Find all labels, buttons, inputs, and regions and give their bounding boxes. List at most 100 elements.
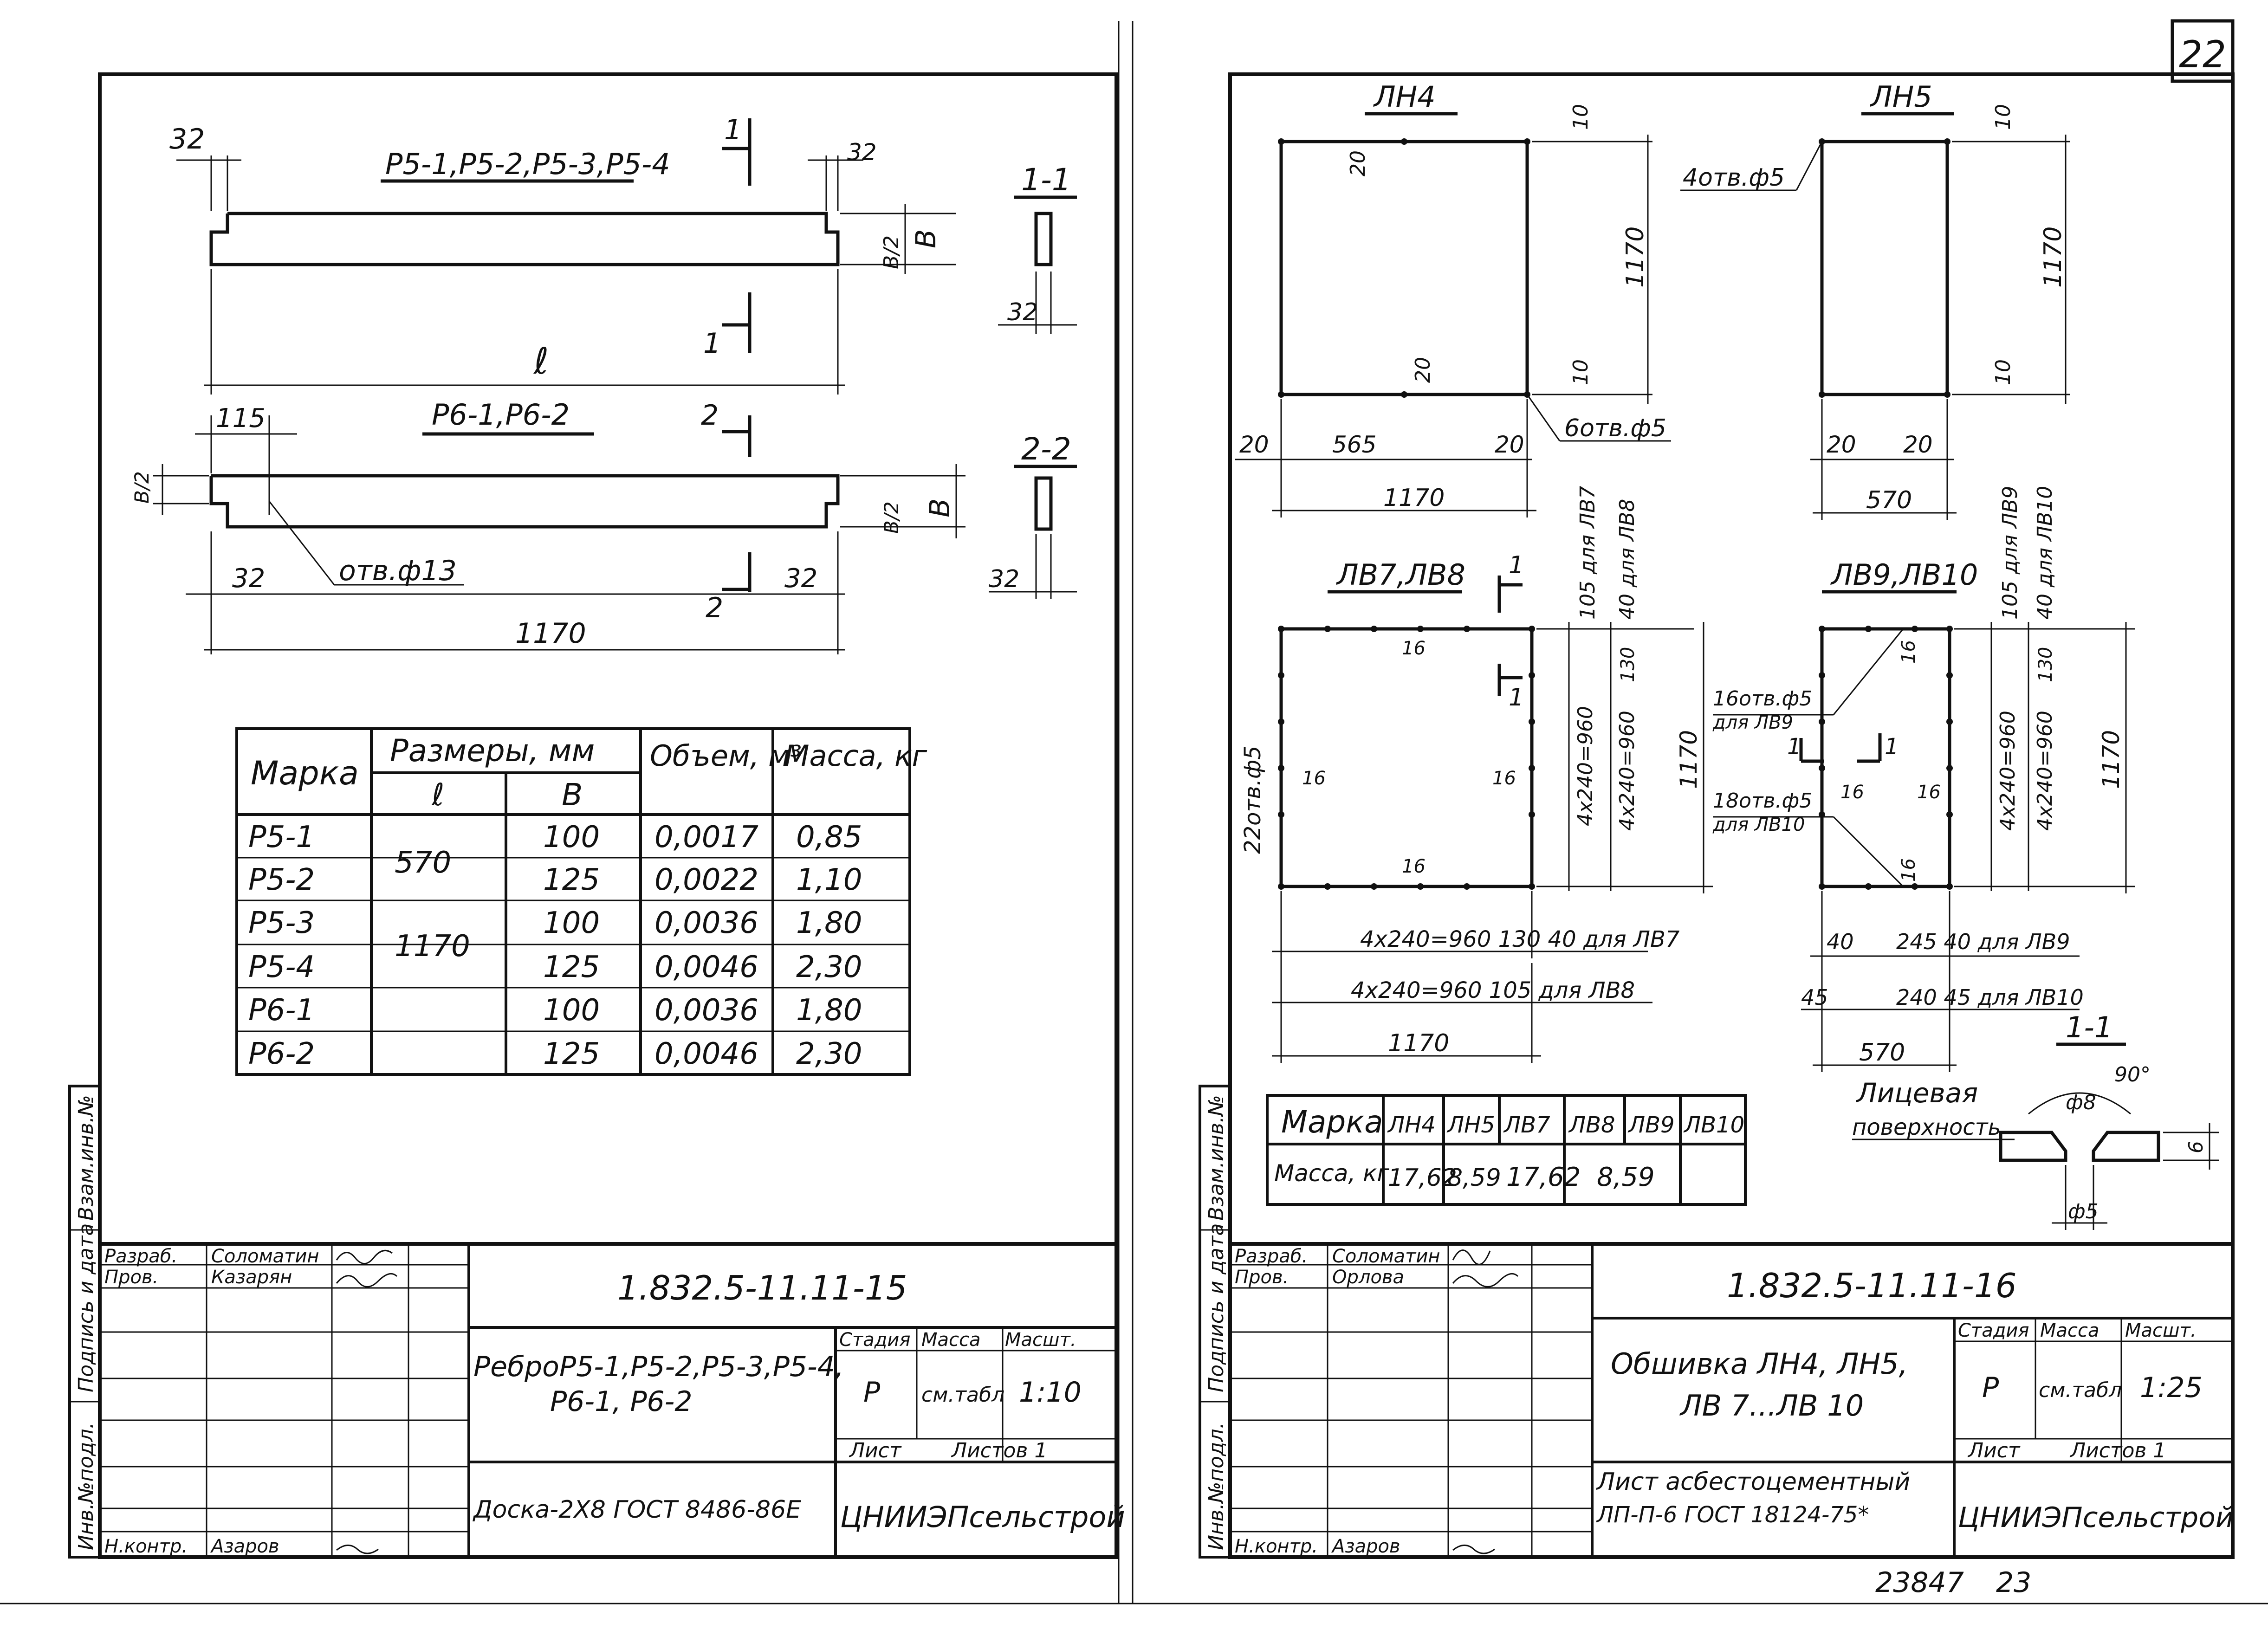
table-row-b: 100 bbox=[543, 993, 600, 1028]
dim-16: 16 bbox=[1402, 638, 1426, 659]
holes-6: 6отв.ф5 bbox=[1564, 414, 1666, 442]
stamp-role-check: Пров. bbox=[1235, 1267, 1289, 1288]
stamp-mass: см.табл bbox=[921, 1383, 1004, 1407]
dim-16: 16 bbox=[1302, 768, 1326, 789]
sheet-lh5-outline bbox=[1820, 140, 1949, 396]
table-row-b: 100 bbox=[543, 906, 600, 940]
table-row-mark: Р5-1 bbox=[248, 820, 315, 854]
dim-1170: 1170 bbox=[1388, 1029, 1449, 1057]
dim-16: 16 bbox=[1402, 856, 1426, 877]
chain-lv10: 240 45 для ЛВ10 bbox=[1896, 985, 2084, 1010]
table-row-mass-label: Масса, кг bbox=[1274, 1160, 1389, 1187]
stamp-stage: Р bbox=[1982, 1371, 1999, 1404]
title-lh5: ЛН5 bbox=[1870, 80, 1932, 114]
side-lv7: 105 для ЛВ7 bbox=[1576, 486, 1600, 620]
title-lv910: ЛВ9,ЛВ10 bbox=[1830, 558, 1978, 592]
stamp-title-2: Р6-1, Р6-2 bbox=[550, 1385, 693, 1418]
signature-norm bbox=[1452, 1545, 1495, 1554]
table-row-b: 100 bbox=[543, 820, 600, 854]
signature-dev bbox=[336, 1249, 393, 1264]
lv910-holes bbox=[1819, 626, 1953, 890]
table-header-mass: Масса, кг bbox=[784, 739, 927, 773]
stamp-title: РеброР5-1,Р5-2,Р5-3,Р5-4, bbox=[473, 1351, 844, 1383]
side-label-sign-date: Подпись и дата bbox=[1205, 1223, 1228, 1392]
table-row-vol: 0,0022 bbox=[654, 863, 758, 897]
stamp-sheets: Листов 1 bbox=[2069, 1439, 2166, 1462]
table-mark-cell: ЛВ10 bbox=[1683, 1112, 1744, 1138]
side-label-inv-sub: Инв.№подл. bbox=[74, 1422, 98, 1550]
dim-1170-vertical: 1170 bbox=[1675, 730, 1702, 789]
dim-32-p6-right: 32 bbox=[784, 563, 817, 594]
rib-p5-outline bbox=[209, 212, 840, 266]
dim-32-section-2: 32 bbox=[989, 565, 1019, 593]
stamp-code: 1.832.5-11.11-16 bbox=[1727, 1266, 2017, 1305]
table-row-mark: Р5-4 bbox=[248, 950, 315, 984]
stamp-title: Обшивка ЛН4, ЛН5, bbox=[1611, 1347, 1908, 1381]
chain-960: 4х240=960 bbox=[2033, 711, 2057, 831]
table-row-vol: 0,0017 bbox=[654, 820, 758, 854]
dim-10: 10 bbox=[1569, 104, 1593, 130]
table-header-mark: Марка bbox=[1281, 1104, 1383, 1140]
stamp-name-dev: Соломатин bbox=[1332, 1246, 1440, 1267]
side-label-inv-sub: Инв.№подл. bbox=[1205, 1422, 1228, 1550]
section-2-2-shape bbox=[1034, 476, 1053, 531]
dim-16: 16 bbox=[1898, 640, 1919, 664]
rib-p6-outline bbox=[209, 474, 840, 529]
cut-mark-1-bottom: 1 bbox=[1509, 684, 1524, 712]
stamp-col-mass: Масса bbox=[921, 1329, 981, 1351]
dim-16: 16 bbox=[1898, 858, 1919, 882]
table-row-mark: Р6-1 bbox=[248, 993, 315, 1028]
table-row-b: 125 bbox=[543, 863, 600, 897]
signature-check bbox=[336, 1273, 398, 1287]
cut-mark-1-top: 1 bbox=[724, 114, 742, 146]
table-sub-l: ℓ bbox=[431, 777, 444, 813]
holes-4: 4отв.ф5 bbox=[1683, 164, 1785, 192]
dim-1170-vertical: 1170 bbox=[1621, 226, 1649, 288]
table-row-b: 125 bbox=[543, 1037, 600, 1071]
signature-check bbox=[1452, 1273, 1519, 1287]
section-1-1-label: 1-1 bbox=[2066, 1010, 2112, 1044]
left-sheet: Инв.№подл. Подпись и дата Взам.инв.№ Р5-… bbox=[68, 72, 1125, 1559]
table-row-mass: 1,80 bbox=[796, 906, 862, 940]
chain-lv8: 4х240=960 105 для ЛВ8 bbox=[1351, 977, 1635, 1003]
dim-565: 565 bbox=[1332, 431, 1376, 458]
dim-10: 10 bbox=[1569, 359, 1593, 385]
stamp-sheet: Лист bbox=[1967, 1439, 2021, 1462]
table-row-l: 1170 bbox=[395, 929, 470, 964]
holes-18: 18отв.ф5 bbox=[1713, 789, 1812, 813]
table-row-b: 125 bbox=[543, 950, 600, 984]
dim-6: 6 bbox=[2184, 1141, 2207, 1153]
cut-mark-1-left: 1 bbox=[1787, 734, 1801, 760]
sheet-lv78-outline bbox=[1279, 627, 1534, 888]
right-sheet: Инв.№подл. Подпись и дата Взам.инв.№ ЛН4… bbox=[1199, 72, 2235, 1599]
table-row-mass: 2,30 bbox=[796, 950, 862, 984]
dim-1170-vertical: 1170 bbox=[2039, 226, 2067, 288]
stamp-title-2: ЛВ 7...ЛВ 10 bbox=[1679, 1389, 1864, 1423]
dim-16: 16 bbox=[1492, 768, 1516, 789]
table-row-vol: 0,0046 bbox=[654, 950, 758, 984]
stamp-name-check: Казарян bbox=[211, 1267, 292, 1288]
stamp-col-stage: Стадия bbox=[1958, 1320, 2029, 1341]
stamp-material-2: ЛП-П-6 ГОСТ 18124-75* bbox=[1596, 1502, 1869, 1528]
title-ribs-p6: Р6-1,Р6-2 bbox=[432, 398, 570, 432]
table-mark-cell: ЛВ9 bbox=[1627, 1112, 1675, 1138]
stamp-org: ЦНИИЭПсельстрой bbox=[1958, 1501, 2234, 1534]
section-1-1-plate bbox=[1999, 1131, 2160, 1162]
stamp-name-check: Орлова bbox=[1332, 1267, 1404, 1288]
dim-1170: 1170 bbox=[1383, 484, 1445, 512]
dim-20: 20 bbox=[1239, 431, 1269, 458]
table-mark-cell: ЛВ7 bbox=[1503, 1112, 1550, 1138]
dim-20: 20 bbox=[1827, 431, 1856, 458]
dim-32-section-1: 32 bbox=[1007, 298, 1038, 326]
dim-1170-vertical: 1170 bbox=[2098, 730, 2125, 789]
dim-b2-p6-left: В/2 bbox=[130, 471, 153, 504]
dim-10: 10 bbox=[1991, 104, 2015, 130]
side-lv9: 105 для ЛВ9 bbox=[1998, 486, 2022, 620]
section-2-2-label: 2-2 bbox=[1021, 431, 1071, 467]
table-mass-cell: 8,59 bbox=[1597, 1162, 1655, 1192]
dim-115: 115 bbox=[216, 403, 266, 433]
table-mark-cell: ЛН4 bbox=[1387, 1112, 1436, 1138]
lv78-holes bbox=[1278, 626, 1535, 890]
chain-lv7: 4х240=960 130 40 для ЛВ7 bbox=[1360, 926, 1680, 952]
